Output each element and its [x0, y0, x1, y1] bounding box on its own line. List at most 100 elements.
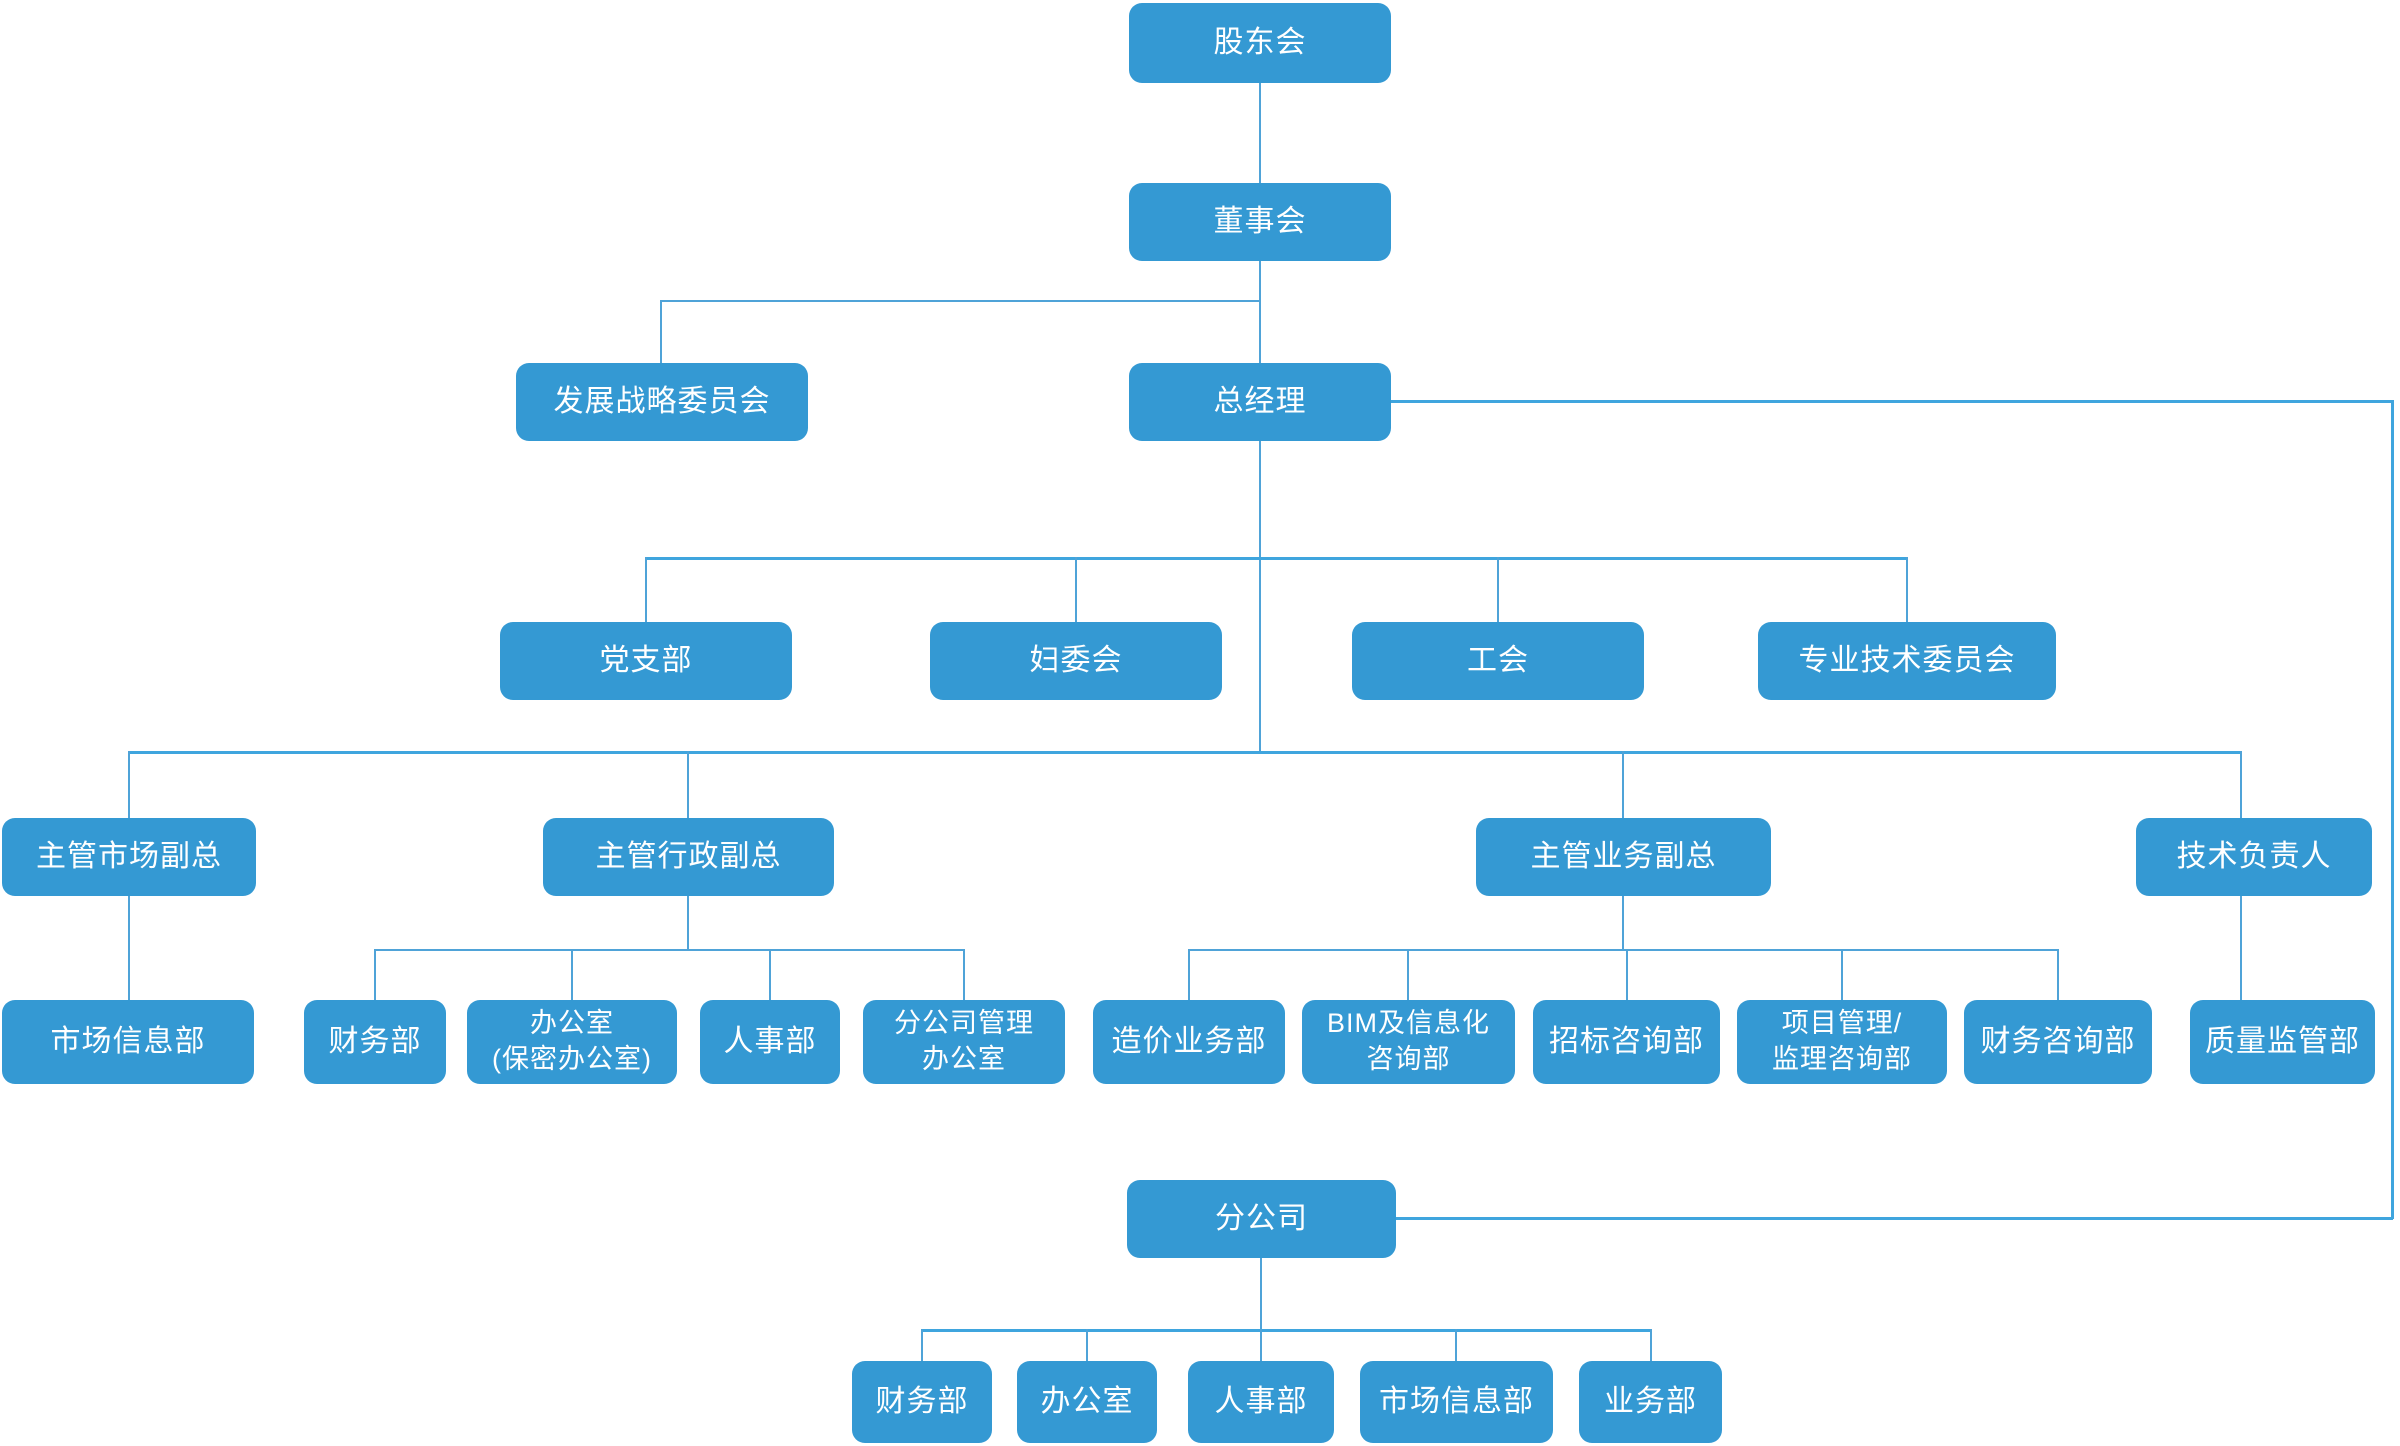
connector-line — [1260, 1329, 1262, 1362]
org-node-label: 董事会 — [1213, 205, 1307, 239]
connector-line — [660, 300, 1261, 302]
org-node-market-info-dept[interactable]: 市场信息部 — [2, 1000, 254, 1084]
org-node-label: 咨询部 — [1366, 1044, 1451, 1074]
connector-line — [1086, 1329, 1088, 1362]
connector-line — [571, 949, 573, 1000]
connector-line — [1407, 949, 1409, 1000]
org-node-label: 分公司 — [1215, 1202, 1308, 1236]
org-node-branch-hr-dept[interactable]: 人事部 — [1188, 1361, 1334, 1443]
org-node-label: 业务部 — [1604, 1385, 1697, 1419]
connector-line — [1260, 1258, 1262, 1330]
org-node-development-strategy-committee[interactable]: 发展战略委员会 — [516, 363, 808, 441]
org-node-label: 市场信息部 — [50, 1025, 206, 1059]
org-node-label: 主管市场副总 — [36, 840, 222, 874]
org-node-project-mgmt-supervision-dept[interactable]: 项目管理/监理咨询部 — [1737, 1000, 1947, 1084]
connector-line — [2057, 949, 2059, 1000]
org-node-label: 党支部 — [599, 644, 693, 678]
connector-line — [1259, 441, 1261, 753]
org-node-label: 项目管理/ — [1781, 1008, 1903, 1039]
connector-line — [1497, 557, 1499, 622]
connector-line — [769, 949, 771, 1000]
connector-line — [128, 751, 2242, 754]
connector-line — [374, 949, 376, 1000]
connector-line — [2240, 751, 2242, 818]
org-node-women-committee[interactable]: 妇委会 — [930, 622, 1222, 700]
org-node-label: 股东会 — [1213, 26, 1307, 60]
org-node-finance-consulting-dept[interactable]: 财务咨询部 — [1964, 1000, 2152, 1084]
connector-line — [1906, 557, 1908, 622]
connector-line — [1391, 400, 2394, 403]
connector-line — [963, 949, 965, 1000]
org-node-label: (保密办公室) — [492, 1044, 652, 1074]
org-node-label: 人事部 — [1214, 1385, 1308, 1419]
org-node-branch-business-dept[interactable]: 业务部 — [1579, 1361, 1722, 1443]
org-node-bim-info-consulting-dept[interactable]: BIM及信息化咨询部 — [1302, 1000, 1515, 1084]
connector-line — [645, 557, 1908, 560]
org-node-label: 人事部 — [723, 1025, 817, 1059]
org-node-branch-mgmt-office[interactable]: 分公司管理办公室 — [863, 1000, 1065, 1084]
org-node-label: 财务部 — [328, 1025, 422, 1059]
org-node-cost-business-dept[interactable]: 造价业务部 — [1093, 1000, 1285, 1084]
org-node-label: 妇委会 — [1029, 644, 1123, 678]
org-node-branch-company[interactable]: 分公司 — [1127, 1180, 1396, 1258]
connector-line — [1650, 1329, 1652, 1362]
connector-line — [1841, 949, 1843, 1000]
org-node-label: 市场信息部 — [1379, 1385, 1534, 1419]
org-node-label: 总经理 — [1213, 385, 1307, 419]
connector-line — [921, 1329, 923, 1362]
connector-line — [645, 557, 647, 622]
org-node-party-branch[interactable]: 党支部 — [500, 622, 792, 700]
connector-line — [1396, 1217, 2393, 1220]
org-node-label: 财务部 — [875, 1385, 969, 1419]
org-node-label: 主管行政副总 — [595, 840, 782, 874]
connector-line — [2391, 400, 2394, 1219]
connector-line — [1622, 896, 1624, 951]
org-node-label: 办公室 — [922, 1044, 1006, 1074]
org-node-label: 造价业务部 — [1111, 1025, 1267, 1059]
connector-line — [1622, 751, 1624, 818]
org-node-vp-admin[interactable]: 主管行政副总 — [543, 818, 834, 896]
org-node-shareholders-meeting[interactable]: 股东会 — [1129, 3, 1391, 83]
org-node-label: 财务咨询部 — [1980, 1025, 2136, 1059]
org-node-label: 主管业务副总 — [1530, 840, 1717, 874]
org-node-board-of-directors[interactable]: 董事会 — [1129, 183, 1391, 261]
connector-line — [1259, 261, 1261, 363]
org-node-vp-business[interactable]: 主管业务副总 — [1476, 818, 1771, 896]
org-node-quality-supervision-dept[interactable]: 质量监管部 — [2190, 1000, 2375, 1084]
connector-line — [660, 300, 662, 363]
connector-line — [1455, 1329, 1457, 1362]
connector-line — [921, 1329, 1652, 1332]
org-node-office-confidential[interactable]: 办公室 (保密办公室) — [467, 1000, 677, 1084]
org-node-labor-union[interactable]: 工会 — [1352, 622, 1644, 700]
org-node-label: 专业技术委员会 — [1798, 644, 2016, 678]
connector-line — [1188, 949, 1190, 1000]
org-node-finance-dept[interactable]: 财务部 — [304, 1000, 446, 1084]
org-node-label: 发展战略委员会 — [553, 385, 771, 419]
org-node-technical-director[interactable]: 技术负责人 — [2136, 818, 2372, 896]
connector-line — [1626, 949, 1628, 1000]
org-node-vp-marketing[interactable]: 主管市场副总 — [2, 818, 256, 896]
connector-line — [1188, 949, 2059, 951]
org-node-label: 招标咨询部 — [1549, 1025, 1704, 1059]
org-node-professional-tech-committee[interactable]: 专业技术委员会 — [1758, 622, 2056, 700]
connector-line — [128, 896, 130, 1000]
connector-line — [374, 949, 965, 951]
connector-line — [687, 896, 689, 951]
org-node-branch-office[interactable]: 办公室 — [1017, 1361, 1157, 1443]
org-node-label: 质量监管部 — [2205, 1025, 2360, 1059]
connector-line — [687, 751, 689, 818]
org-node-label: 监理咨询部 — [1772, 1044, 1912, 1074]
org-node-label: 办公室 — [1040, 1385, 1134, 1419]
org-node-label: 工会 — [1467, 644, 1529, 678]
org-node-branch-finance-dept[interactable]: 财务部 — [852, 1361, 992, 1443]
org-node-bidding-consulting-dept[interactable]: 招标咨询部 — [1533, 1000, 1720, 1084]
org-node-hr-dept[interactable]: 人事部 — [700, 1000, 840, 1084]
connector-line — [2240, 896, 2242, 1000]
org-node-general-manager[interactable]: 总经理 — [1129, 363, 1391, 441]
connector-line — [128, 751, 130, 818]
org-node-label: 分公司管理 — [894, 1008, 1034, 1039]
org-node-branch-market-info-dept[interactable]: 市场信息部 — [1360, 1361, 1553, 1443]
org-node-label: 技术负责人 — [2176, 840, 2332, 874]
org-node-label: 办公室 — [530, 1008, 614, 1039]
